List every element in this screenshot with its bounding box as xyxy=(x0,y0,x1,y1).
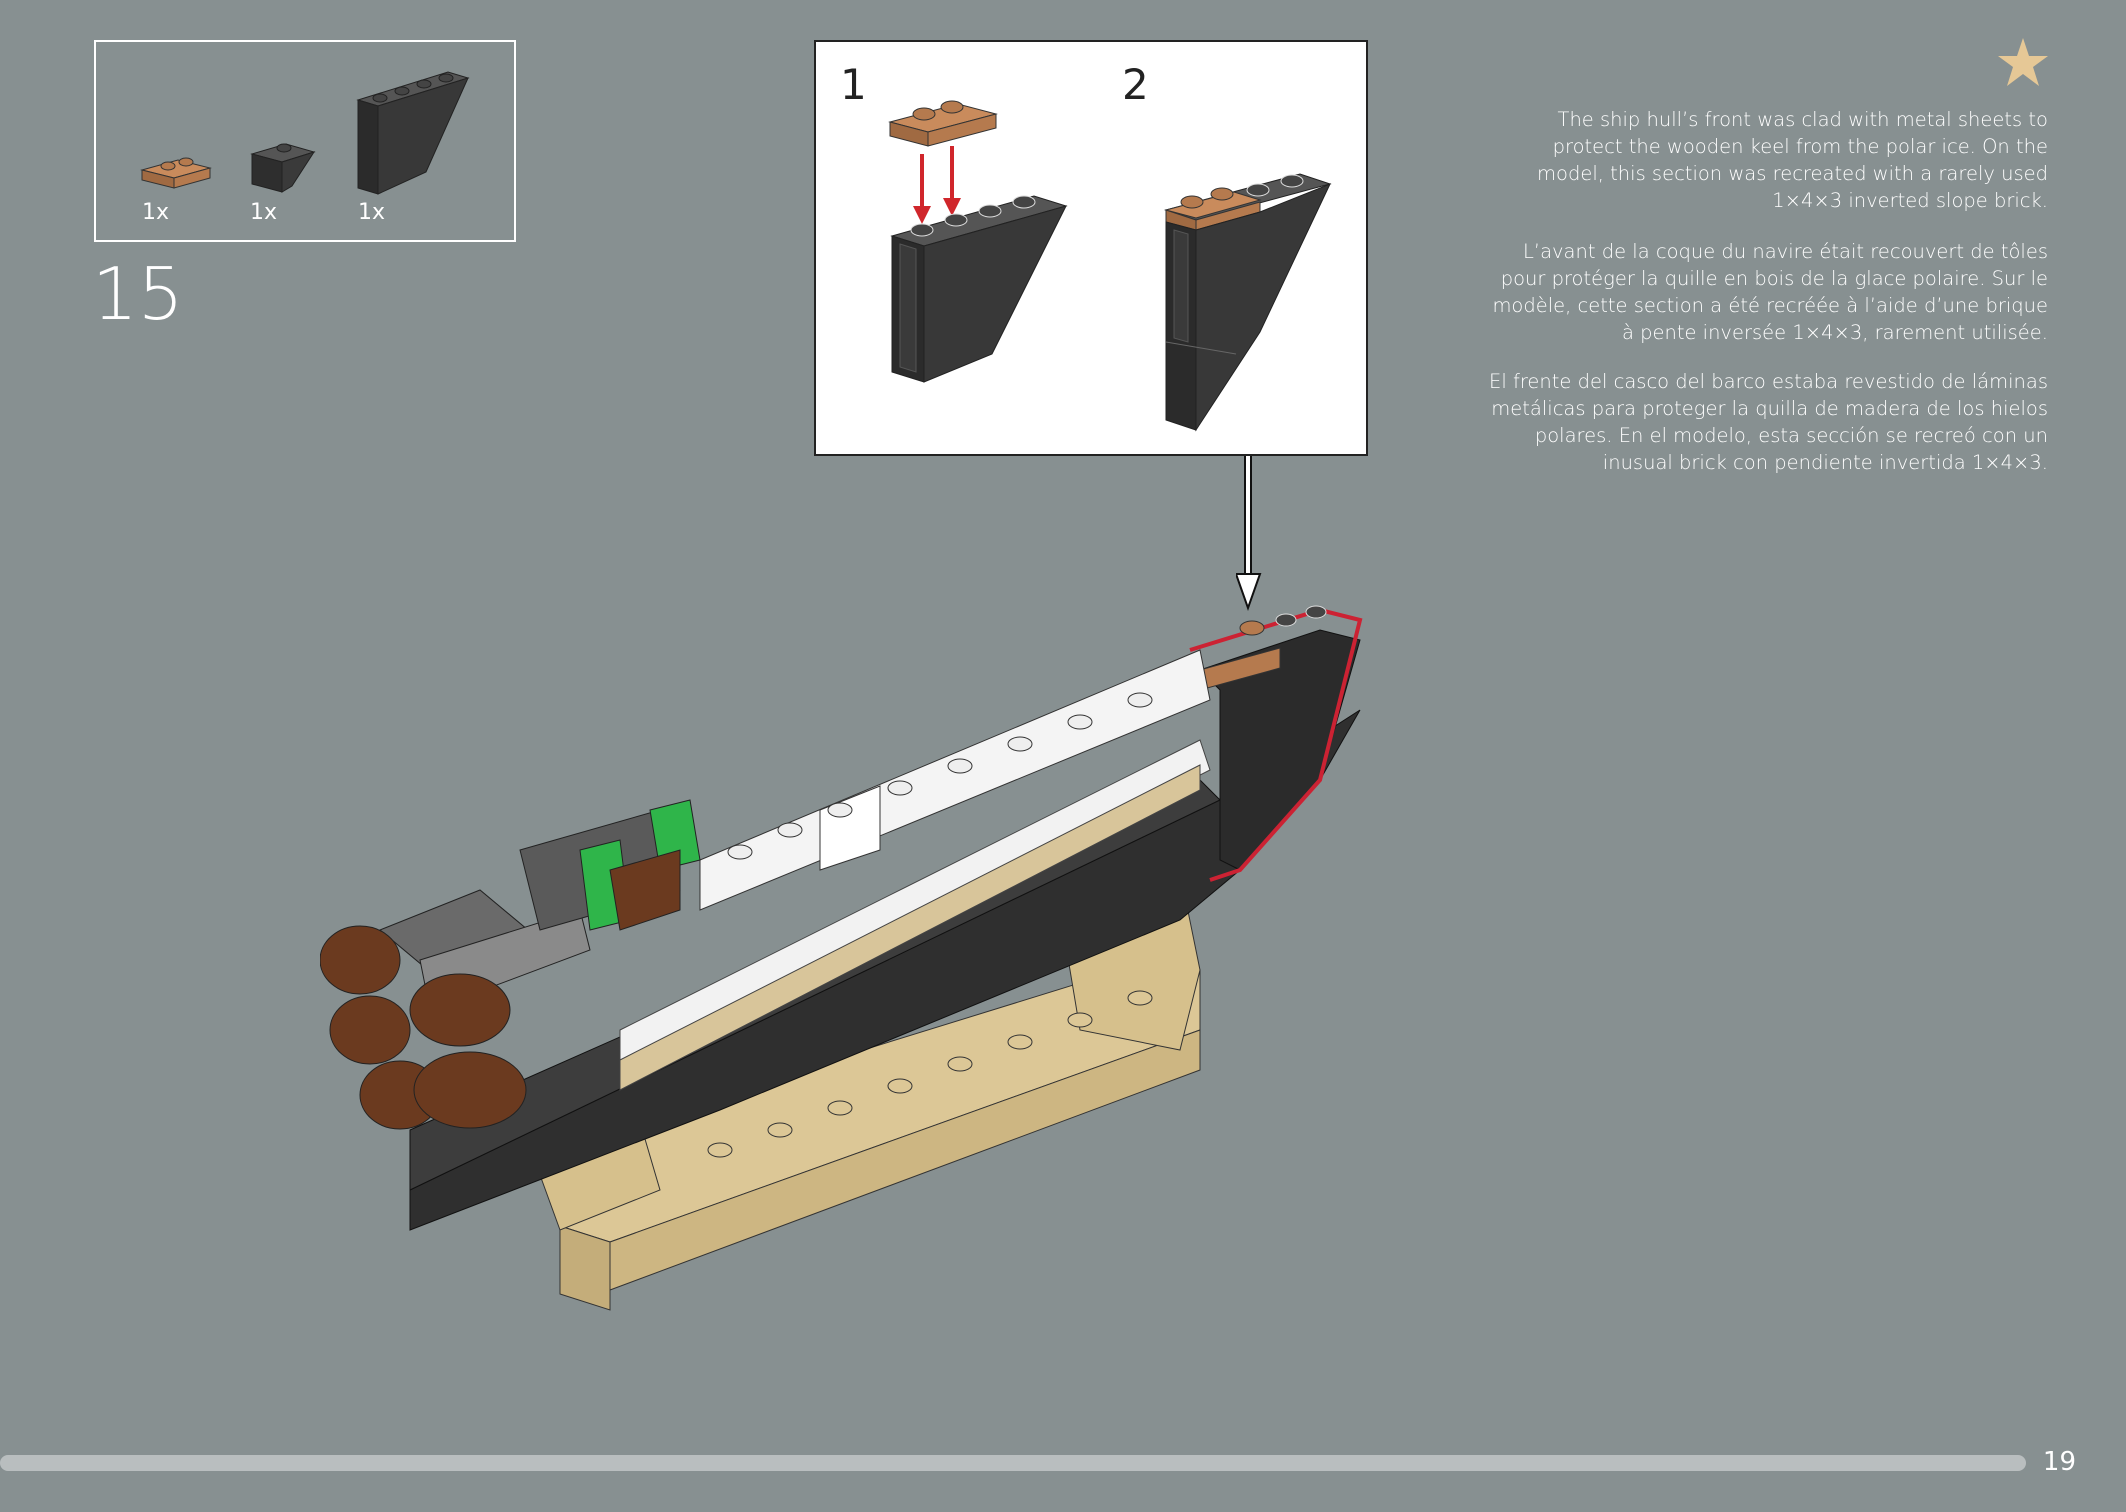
parts-list: 1x 1x 1x xyxy=(94,40,516,242)
part-quantity: 1x xyxy=(358,200,386,225)
stern-details xyxy=(320,799,701,1130)
page-number: 19 xyxy=(2042,1447,2076,1477)
description-french: L’avant de la coque du navire était reco… xyxy=(1492,240,2048,344)
tan-plate-icon xyxy=(888,100,998,147)
part-quantity: 1x xyxy=(142,200,170,225)
ship-model-illustration xyxy=(320,605,1363,1311)
parts-illustration xyxy=(140,71,470,195)
substep-number: 1 xyxy=(840,60,867,109)
callout-illustration xyxy=(888,100,1332,432)
stud-row xyxy=(707,605,1327,1158)
ship-hull xyxy=(409,607,1363,1231)
black-inverted-slope-2x1-icon xyxy=(250,143,316,193)
substep-number: 2 xyxy=(1122,60,1149,109)
description-english: The ship hull’s front was clad with meta… xyxy=(1537,108,2048,212)
red-arrow-icon xyxy=(913,146,961,224)
star-icon xyxy=(1998,38,2048,86)
part-quantity: 1x xyxy=(250,200,278,225)
progress-bar xyxy=(0,1455,2026,1471)
description-spanish: El frente del casco del barco estaba rev… xyxy=(1489,370,2048,474)
black-inverted-slope-1x4x3-icon xyxy=(356,71,470,195)
assembled-slope-icon xyxy=(1164,173,1332,432)
black-inverted-slope-icon xyxy=(890,195,1068,383)
sub-assembly-callout: 1 2 xyxy=(814,40,1368,456)
callout-pointer-arrow xyxy=(1236,456,1262,612)
tan-plate-1x2-icon xyxy=(140,157,212,189)
step-number: 15 xyxy=(92,252,184,336)
